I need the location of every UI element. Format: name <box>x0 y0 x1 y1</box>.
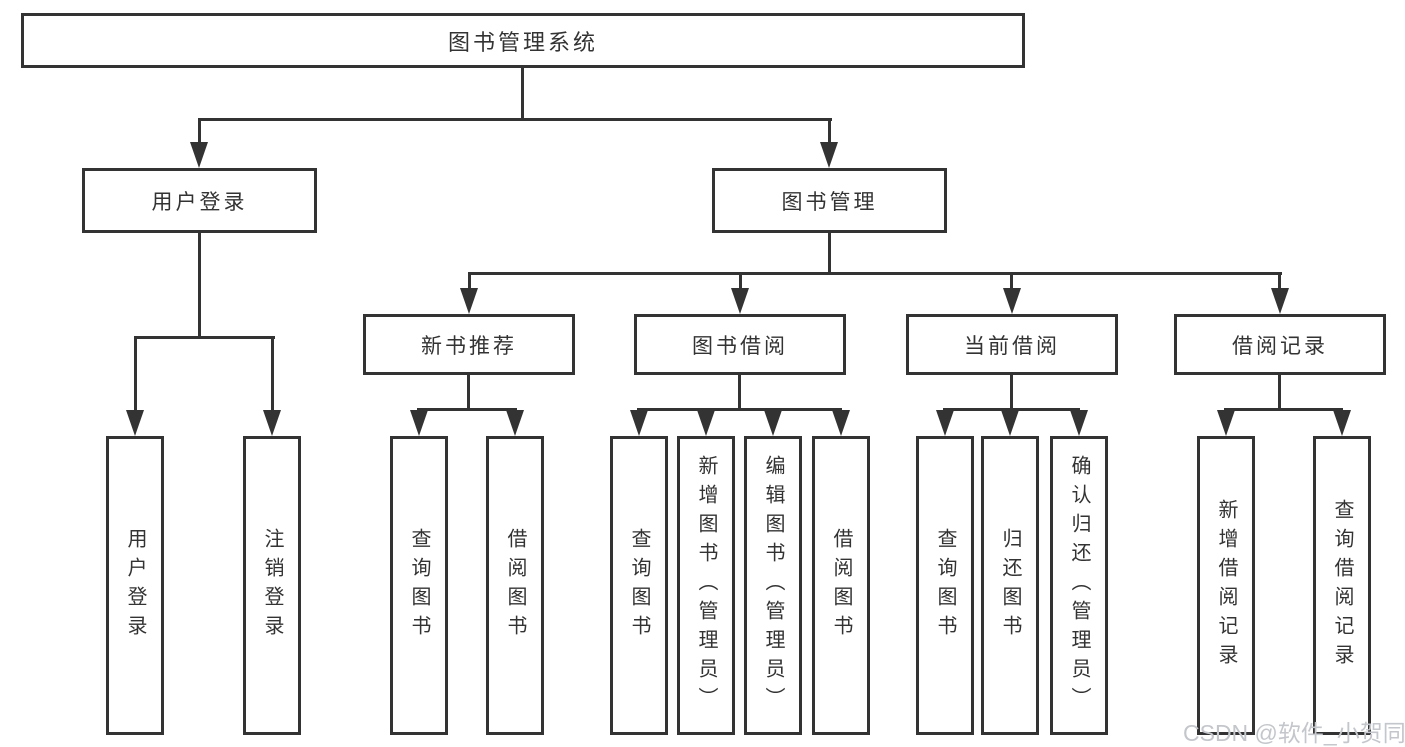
arrow-down-icon <box>460 288 478 314</box>
arrow-down-icon <box>410 410 428 436</box>
node-book-management-label: 图书管理 <box>781 190 878 214</box>
leaf-confirm-return-admin-label: 确认归还（管理员） <box>1068 455 1090 716</box>
leaf-query-books-current: 查询图书 <box>916 436 974 735</box>
connector-line <box>467 375 470 408</box>
node-new-book-recommend-label: 新书推荐 <box>421 334 517 358</box>
arrow-down-icon <box>1070 410 1088 436</box>
connector-line <box>1010 272 1013 292</box>
leaf-add-book-admin: 新增图书（管理员） <box>677 436 735 735</box>
connector-line <box>943 408 1080 411</box>
node-borrow-records-label: 借阅记录 <box>1232 334 1328 358</box>
connector-line <box>828 118 831 148</box>
arrow-down-icon <box>820 142 838 168</box>
connector-line <box>198 118 201 148</box>
arrow-down-icon <box>1271 288 1289 314</box>
node-current-borrow-label: 当前借阅 <box>964 334 1060 358</box>
leaf-edit-book-admin: 编辑图书（管理员） <box>744 436 802 735</box>
connector-line <box>198 118 832 121</box>
node-book-management: 图书管理 <box>712 168 947 233</box>
leaf-query-books-borrow-label: 查询图书 <box>628 527 650 644</box>
connector-line <box>198 233 201 336</box>
connector-line <box>468 272 471 292</box>
leaf-query-books-recommend-label: 查询图书 <box>408 527 430 644</box>
leaf-query-books-borrow: 查询图书 <box>610 436 668 735</box>
arrow-down-icon <box>731 288 749 314</box>
leaf-user-login-label: 用户登录 <box>124 527 146 644</box>
connector-line <box>637 408 842 411</box>
connector-line <box>1278 272 1281 292</box>
connector-line <box>1010 375 1013 408</box>
connector-line <box>468 272 1282 275</box>
arrow-down-icon <box>936 410 954 436</box>
leaf-logout: 注销登录 <box>243 436 301 735</box>
leaf-return-book: 归还图书 <box>981 436 1039 735</box>
leaf-user-login: 用户登录 <box>106 436 164 735</box>
connector-line <box>828 233 831 272</box>
leaf-add-book-admin-label: 新增图书（管理员） <box>695 455 717 716</box>
node-user-login-label: 用户登录 <box>151 190 248 214</box>
connector-line <box>417 408 517 411</box>
arrow-down-icon <box>1217 410 1235 436</box>
arrow-down-icon <box>263 410 281 436</box>
node-current-borrow: 当前借阅 <box>906 314 1118 375</box>
connector-line <box>134 336 137 412</box>
node-root-label: 图书管理系统 <box>447 29 598 55</box>
connector-line <box>1278 375 1281 408</box>
arrow-down-icon <box>697 410 715 436</box>
arrow-down-icon <box>1003 288 1021 314</box>
arrow-down-icon <box>190 142 208 168</box>
leaf-borrow-books-recommend: 借阅图书 <box>486 436 544 735</box>
connector-line <box>271 336 274 412</box>
leaf-edit-book-admin-label: 编辑图书（管理员） <box>762 455 784 716</box>
connector-line <box>739 272 742 292</box>
leaf-query-books-current-label: 查询图书 <box>934 527 956 644</box>
leaf-borrow-books-label: 借阅图书 <box>830 527 852 644</box>
arrow-down-icon <box>764 410 782 436</box>
leaf-borrow-books: 借阅图书 <box>812 436 870 735</box>
leaf-query-books-recommend: 查询图书 <box>390 436 448 735</box>
leaf-add-borrow-record-label: 新增借阅记录 <box>1215 498 1237 673</box>
leaf-add-borrow-record: 新增借阅记录 <box>1197 436 1255 735</box>
connector-line <box>521 68 524 118</box>
connector-line <box>1224 408 1343 411</box>
arrow-down-icon <box>832 410 850 436</box>
arrow-down-icon <box>1333 410 1351 436</box>
connector-line <box>134 336 275 339</box>
leaf-confirm-return-admin: 确认归还（管理员） <box>1050 436 1108 735</box>
leaf-logout-label: 注销登录 <box>261 527 283 644</box>
arrow-down-icon <box>630 410 648 436</box>
leaf-query-borrow-record: 查询借阅记录 <box>1313 436 1371 735</box>
leaf-borrow-books-recommend-label: 借阅图书 <box>504 527 526 644</box>
csdn-watermark: CSDN @软件_小贺同学 <box>1183 720 1405 746</box>
node-borrow-records: 借阅记录 <box>1174 314 1386 375</box>
node-root: 图书管理系统 <box>21 13 1025 68</box>
node-book-borrow-label: 图书借阅 <box>692 334 788 358</box>
leaf-query-borrow-record-label: 查询借阅记录 <box>1331 498 1353 673</box>
node-new-book-recommend: 新书推荐 <box>363 314 575 375</box>
arrow-down-icon <box>1001 410 1019 436</box>
node-book-borrow: 图书借阅 <box>634 314 846 375</box>
arrow-down-icon <box>506 410 524 436</box>
leaf-return-book-label: 归还图书 <box>999 527 1021 644</box>
connector-line <box>738 375 741 408</box>
arrow-down-icon <box>126 410 144 436</box>
node-user-login: 用户登录 <box>82 168 317 233</box>
